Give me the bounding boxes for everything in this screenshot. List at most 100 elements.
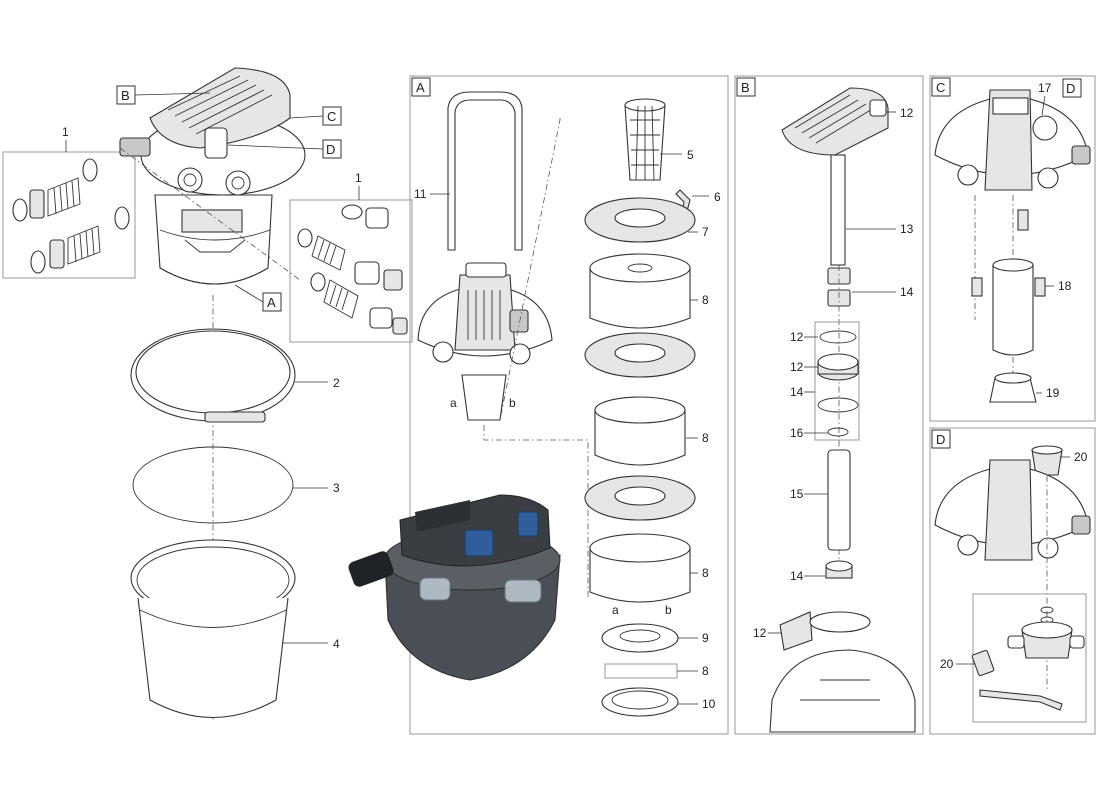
mark-b1: b	[509, 396, 516, 410]
svg-text:17: 17	[1038, 81, 1052, 95]
overview-tag-d: D	[227, 139, 342, 159]
quartz-sleeve	[827, 449, 851, 551]
svg-text:6: 6	[714, 190, 721, 204]
seal-ring	[132, 446, 294, 524]
callout-rotor: 19	[1036, 386, 1060, 400]
svg-text:4: 4	[333, 637, 340, 651]
rotor-housing	[992, 258, 1034, 356]
grid-plate	[584, 197, 696, 243]
callout-sponge-1: 8	[690, 293, 709, 307]
uv-seal	[827, 427, 849, 437]
svg-text:2: 2	[333, 376, 340, 390]
svg-text:B: B	[121, 88, 130, 103]
callout-seal-ring: 3	[293, 481, 340, 495]
plate	[601, 623, 679, 653]
clamp-ring	[130, 328, 296, 423]
panel-b: 12 13 14 12 12	[753, 87, 916, 733]
svg-text:C: C	[936, 80, 945, 95]
filter-body	[154, 194, 273, 285]
rotor	[989, 372, 1037, 403]
product-render	[348, 494, 561, 681]
uv-housing	[769, 649, 916, 733]
grid-plate-2	[584, 332, 696, 378]
panel-c-lid	[934, 89, 1091, 191]
filter-head	[119, 67, 306, 196]
panel-d-lid	[934, 459, 1091, 561]
grid-plate-3	[584, 475, 696, 521]
svg-text:8: 8	[702, 431, 709, 445]
handle	[447, 91, 523, 251]
callout-handle: 11	[414, 187, 450, 201]
frame-b	[734, 75, 924, 735]
svg-text:9: 9	[702, 631, 709, 645]
uv-lid	[781, 87, 889, 156]
uv-mount	[779, 611, 871, 651]
callout-grid: 7	[688, 225, 709, 239]
mark-a2: a	[612, 603, 619, 617]
svg-text:5: 5	[687, 148, 694, 162]
overview-tag-b: B	[116, 85, 211, 105]
callout-uv-mount: 12	[753, 626, 782, 640]
callout-uv-tube: 13	[846, 222, 914, 236]
callout-basket: 5	[660, 148, 694, 162]
panel-c-tag-d: D	[1062, 78, 1082, 98]
svg-text:D: D	[936, 432, 945, 447]
section-tag-d: D	[931, 429, 951, 449]
callout-cap: 20	[1060, 450, 1088, 464]
section-tag-b: B	[736, 77, 756, 97]
mark-b2: b	[665, 603, 672, 617]
svg-text:8: 8	[702, 293, 709, 307]
callout-uv-nut: 12	[790, 360, 818, 374]
hose-set-left	[12, 158, 130, 274]
svg-text:7: 7	[702, 225, 709, 239]
section-tag-c: C	[931, 77, 951, 97]
uv-nut	[817, 353, 859, 381]
overview-tag-a: A	[234, 284, 282, 312]
mark-a1: a	[450, 396, 457, 410]
svg-text:12: 12	[900, 106, 914, 120]
svg-text:20: 20	[940, 657, 954, 671]
svg-text:11: 11	[414, 187, 427, 201]
svg-text:3: 3	[333, 481, 340, 495]
cap	[1031, 445, 1063, 476]
callout-clip: 6	[692, 190, 721, 204]
svg-text:8: 8	[702, 566, 709, 580]
hose-kit-left-frame	[2, 151, 136, 279]
svg-text:D: D	[326, 142, 335, 157]
svg-text:1: 1	[62, 125, 69, 139]
callout-clips: 18	[1045, 279, 1072, 293]
filter-basket	[624, 98, 666, 181]
frame-d	[929, 427, 1096, 735]
clip-set	[971, 277, 1046, 297]
panel-d: 20 20	[934, 445, 1091, 723]
valve-assembly	[1007, 606, 1085, 659]
svg-text:14: 14	[790, 385, 804, 399]
svg-text:18: 18	[1058, 279, 1072, 293]
callout-plate: 9	[678, 631, 709, 645]
panel-c: 17 D 18 19	[934, 78, 1091, 403]
svg-text:B: B	[741, 80, 750, 95]
svg-text:A: A	[267, 295, 276, 310]
svg-text:A: A	[416, 80, 425, 95]
svg-text:14: 14	[900, 285, 914, 299]
svg-text:13: 13	[900, 222, 914, 236]
svg-text:1: 1	[355, 171, 362, 185]
svg-text:16: 16	[790, 426, 804, 440]
overview-assembly: B C D A 1 1 2	[2, 67, 413, 720]
svg-text:8: 8	[702, 664, 709, 678]
uv-nut-low	[825, 560, 853, 579]
callout-uv-nut-low: 14	[790, 569, 826, 583]
overview-tag-c: C	[289, 106, 342, 126]
frame-a	[409, 75, 729, 735]
callout-container: 4	[282, 637, 340, 651]
frame-c	[929, 75, 1096, 422]
callout-uv-lid: 12	[886, 106, 914, 120]
oring-mid	[817, 397, 859, 413]
callout-strap: 20	[940, 657, 975, 671]
svg-text:C: C	[327, 109, 336, 124]
svg-text:20: 20	[1074, 450, 1088, 464]
panel-a: 11 a b 5 6	[348, 91, 721, 717]
sponge-3	[589, 533, 691, 603]
svg-text:12: 12	[790, 330, 804, 344]
